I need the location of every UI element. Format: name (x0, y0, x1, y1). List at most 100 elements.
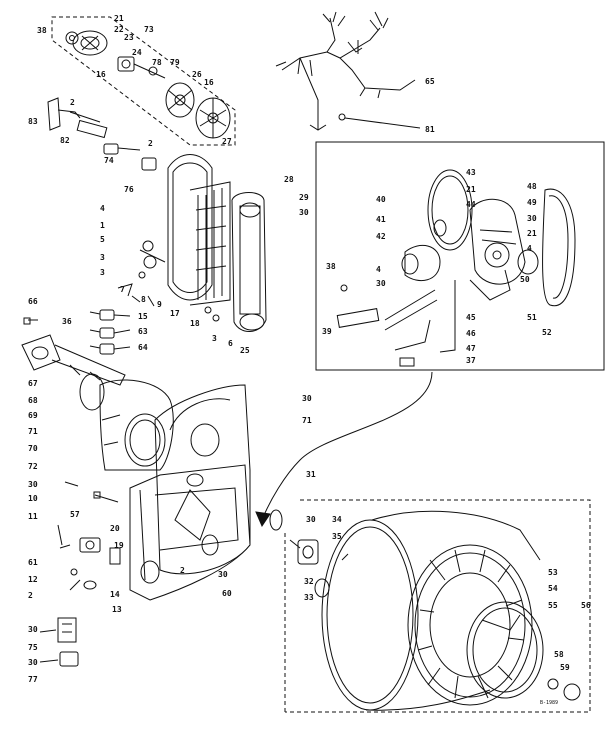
part-label: 71 (28, 427, 38, 436)
part-label: 40 (376, 195, 386, 204)
part-label: 22 (114, 25, 124, 34)
part-label: 35 (332, 532, 342, 541)
part-label: 57 (70, 510, 80, 519)
wire-harness (275, 11, 421, 131)
part-label: 42 (376, 232, 386, 241)
motor-inset (315, 141, 605, 371)
leader-arrow (255, 371, 433, 528)
part-label: 79 (170, 58, 180, 67)
part-label: 23 (124, 33, 134, 42)
part-label: 83 (28, 117, 38, 126)
part-label: 67 (28, 379, 38, 388)
part-label: 5 (100, 235, 105, 244)
blower-motor-assembly (51, 16, 236, 146)
part-label: 30 (28, 480, 38, 489)
part-label: 4 (100, 204, 105, 213)
part-label: 52 (542, 328, 552, 337)
part-label: 39 (322, 327, 332, 336)
part-label: 47 (466, 344, 476, 353)
part-label: 53 (548, 568, 558, 577)
part-label: 2 (148, 139, 153, 148)
part-label: 21 (114, 14, 124, 23)
part-label: 76 (124, 185, 134, 194)
part-label: 30 (28, 658, 38, 667)
part-label: 77 (28, 675, 38, 684)
part-label: 65 (425, 77, 435, 86)
part-label: 70 (28, 444, 38, 453)
part-label: 16 (96, 70, 106, 79)
part-label: 14 (110, 590, 120, 599)
heater-assembly (117, 154, 267, 332)
lower-left-parts (39, 481, 121, 667)
part-label: 29 (299, 193, 309, 202)
part-label: 37 (466, 356, 476, 365)
part-label: 26 (192, 70, 202, 79)
part-label: 1 (100, 221, 105, 230)
part-label: 2 (28, 591, 33, 600)
part-label: 28 (284, 175, 294, 184)
part-label: 34 (332, 515, 342, 524)
part-label: 19 (114, 541, 124, 550)
part-label: 13 (112, 605, 122, 614)
part-label: 75 (28, 643, 38, 652)
part-label: 8 (141, 295, 146, 304)
drum-assembly (269, 499, 591, 713)
part-label: 49 (527, 198, 537, 207)
part-label: 45 (466, 313, 476, 322)
part-label: 68 (28, 396, 38, 405)
part-label: 31 (306, 470, 316, 479)
part-label: 27 (222, 137, 232, 146)
part-label: 10 (28, 494, 38, 503)
part-label: 69 (28, 411, 38, 420)
part-label: 78 (152, 58, 162, 67)
thermostat-parts (23, 309, 131, 355)
part-label: 9 (157, 300, 162, 309)
part-label: 38 (37, 26, 47, 35)
part-label: 30 (306, 515, 316, 524)
part-label: 36 (62, 317, 72, 326)
part-label: 66 (28, 297, 38, 306)
part-label: 60 (222, 589, 232, 598)
part-label: 54 (548, 584, 558, 593)
part-label: 3 (100, 268, 105, 277)
part-label: 41 (376, 215, 386, 224)
part-label: 21 (527, 229, 537, 238)
part-label: 4 (527, 244, 532, 253)
part-label: 59 (560, 663, 570, 672)
drawing-code: B-1989 (540, 700, 559, 706)
part-label: 6 (228, 339, 233, 348)
part-label: 30 (302, 394, 312, 403)
part-label: 30 (218, 570, 228, 579)
part-label: 38 (326, 262, 336, 271)
part-label: 20 (110, 524, 120, 533)
part-label: 81 (425, 125, 435, 134)
part-label: 74 (104, 156, 114, 165)
part-label: 2 (70, 98, 75, 107)
part-label: 7 (120, 285, 125, 294)
blower-housing (21, 334, 174, 471)
part-label: 73 (144, 25, 154, 34)
part-label: 2 (180, 566, 185, 575)
part-label: 51 (527, 313, 537, 322)
part-label: 56 (581, 601, 591, 610)
part-label: 25 (240, 346, 250, 355)
part-label: 43 (466, 168, 476, 177)
part-label: 82 (60, 136, 70, 145)
switch-brackets (47, 97, 157, 171)
bulkhead-panel (129, 384, 251, 601)
part-label: 71 (302, 416, 312, 425)
part-label: 17 (170, 309, 180, 318)
part-label: 12 (28, 575, 38, 584)
part-label: 58 (554, 650, 564, 659)
part-label: 24 (132, 48, 142, 57)
part-label: 64 (138, 343, 148, 352)
part-label: 3 (212, 334, 217, 343)
part-label: 18 (190, 319, 200, 328)
part-label: 15 (138, 312, 148, 321)
part-label: 4 (376, 265, 381, 274)
part-label: 16 (204, 78, 214, 87)
part-label: 3 (100, 253, 105, 262)
part-label: 33 (304, 593, 314, 602)
